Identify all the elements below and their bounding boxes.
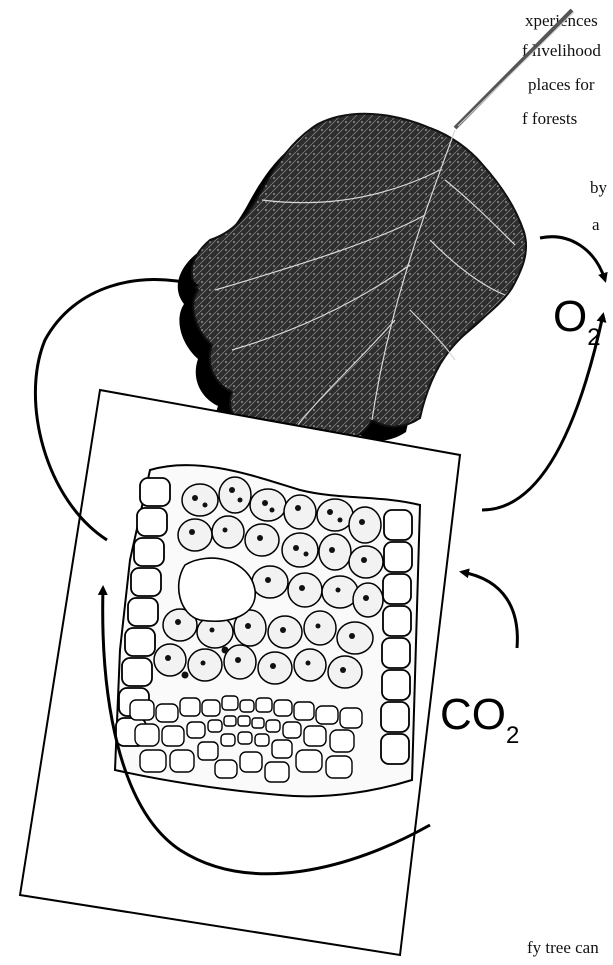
- leaf-stem: [455, 10, 572, 128]
- arrow-leaf-top-to-o2: [540, 237, 605, 280]
- arrow-co2-to-card: [462, 572, 517, 648]
- carbon-dioxide-subscript: 2: [506, 722, 519, 749]
- cell-cross-section: [115, 465, 420, 796]
- carbon-dioxide-symbol: CO: [440, 690, 506, 739]
- oxygen-label: O2: [553, 292, 601, 342]
- carbon-dioxide-label: CO2: [440, 690, 519, 740]
- arrow-card-to-o2: [482, 315, 603, 510]
- leaf-stem-highlight: [458, 12, 574, 126]
- oxygen-symbol: O: [553, 292, 587, 341]
- oxygen-subscript: 2: [587, 324, 600, 351]
